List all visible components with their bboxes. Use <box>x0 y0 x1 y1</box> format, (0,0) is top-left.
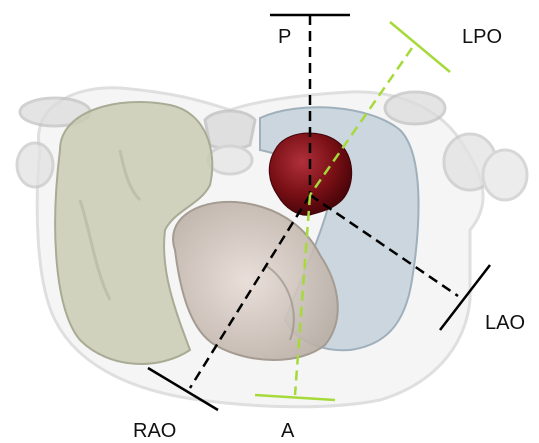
label-a: A <box>281 421 294 441</box>
label-lao: LAO <box>485 313 525 333</box>
label-p: P <box>278 27 291 47</box>
label-rao: RAO <box>133 421 176 441</box>
label-lpo: LPO <box>462 27 502 47</box>
